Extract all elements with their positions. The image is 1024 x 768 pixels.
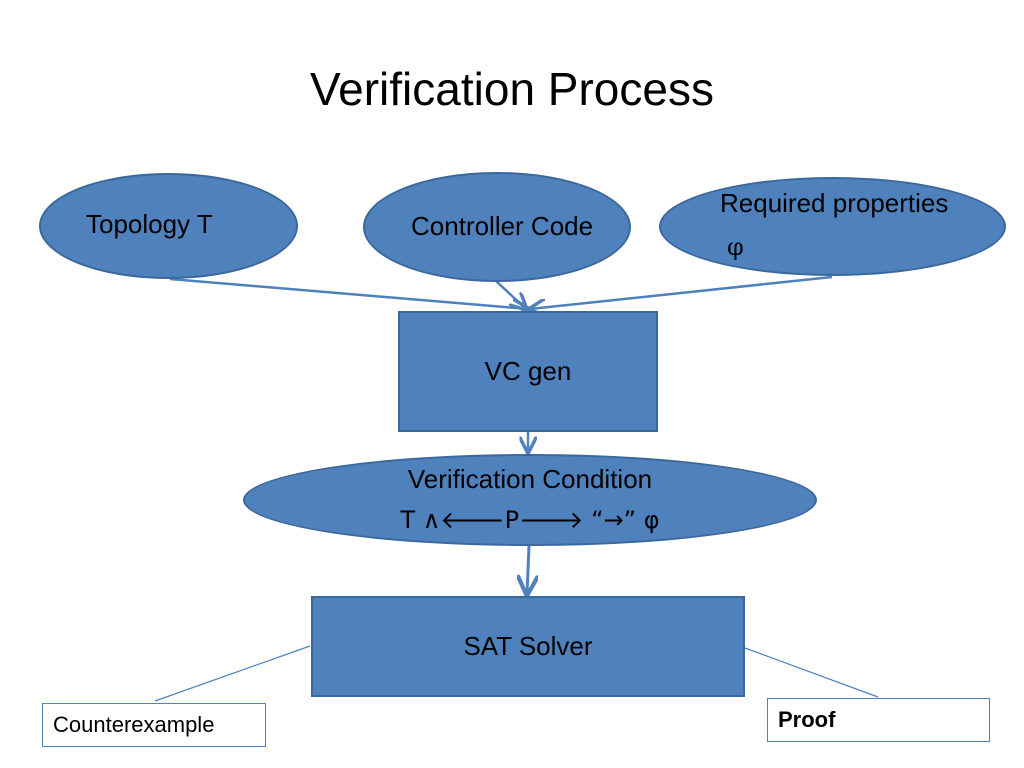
counterexample-label: Counterexample xyxy=(53,712,215,737)
required-properties-label: Required properties xyxy=(720,188,949,218)
arrow-condition-to-sat xyxy=(527,545,529,594)
sat-solver-box: SAT Solver xyxy=(311,596,745,697)
slide-title: Verification Process xyxy=(310,63,714,115)
topology-ellipse xyxy=(39,173,298,279)
counterexample-box: Counterexample xyxy=(42,703,266,747)
verification-condition-label: Verification Condition xyxy=(407,464,653,494)
arrow-topology-to-vcgen xyxy=(169,277,528,309)
verification-condition-ellipse xyxy=(243,454,817,546)
controller-code-ellipse xyxy=(363,172,631,282)
arrow-properties-to-vcgen xyxy=(530,275,833,309)
sat-solver-label: SAT Solver xyxy=(463,631,593,661)
connector-sat-to-counterexample xyxy=(154,645,311,702)
arrow-code-to-vcgen xyxy=(495,280,526,309)
phi-symbol: φ xyxy=(727,233,744,261)
proof-label: Proof xyxy=(778,707,836,732)
topology-label: Topology T xyxy=(86,209,213,239)
required-properties-ellipse xyxy=(659,177,1006,276)
proof-box: Proof xyxy=(767,698,990,742)
vc-gen-label: VC gen xyxy=(484,356,572,386)
verification-condition-formula: T ∧🡐P🡒 “→” φ xyxy=(400,506,660,534)
connector-sat-to-proof xyxy=(744,647,879,698)
vc-gen-box: VC gen xyxy=(398,311,658,432)
controller-code-label: Controller Code xyxy=(411,211,594,241)
